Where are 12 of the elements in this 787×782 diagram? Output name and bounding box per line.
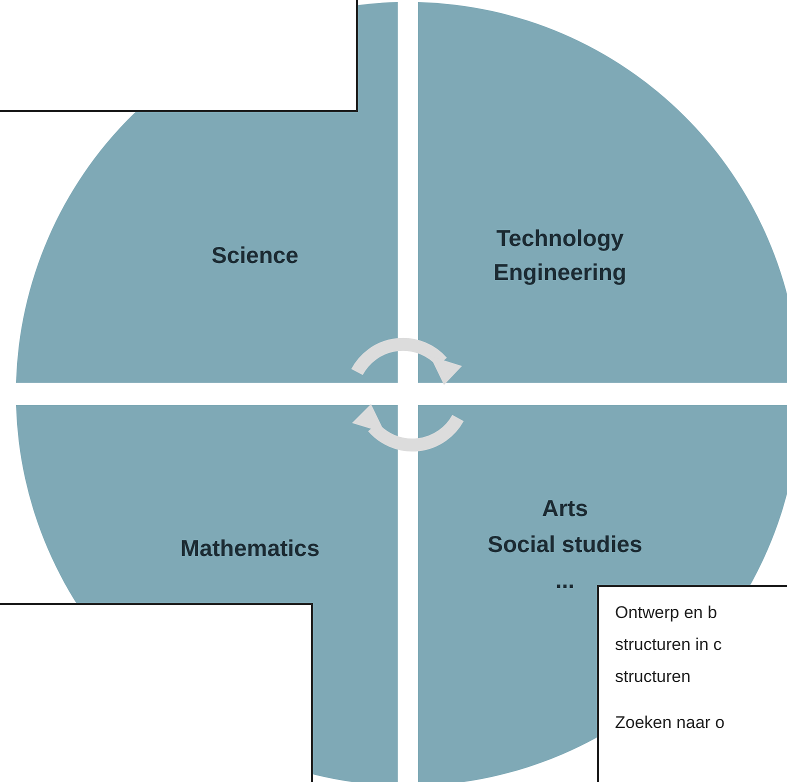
subject-label: ... (554, 566, 576, 595)
note-text: Ontwerp en b structuren in c structuren (615, 602, 723, 688)
subject-label: Technology Engineering (492, 224, 628, 287)
quadrant-shape (418, 2, 787, 383)
subject-label: Science (210, 240, 300, 270)
subject-label: Social studies (486, 530, 644, 559)
subject-label: Arts (540, 494, 589, 523)
text-box (597, 585, 787, 782)
text-box (0, 0, 358, 112)
note-text: Zoeken naar o (615, 712, 726, 734)
subject-label: Mathematics (179, 534, 321, 563)
text-box (0, 603, 313, 782)
